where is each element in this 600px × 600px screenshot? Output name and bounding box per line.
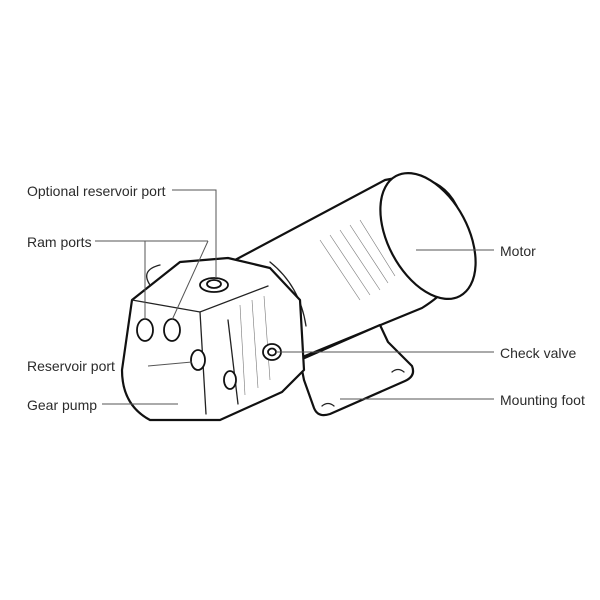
leader-reservoir-port [147,361,193,367]
reservoir-port-hole [190,349,206,371]
label-gear-pump: Gear pump [27,397,98,413]
label-reservoir-port: Reservoir port [27,358,115,374]
label-optional-reservoir-port: Optional reservoir port [27,183,166,199]
optional-reservoir-port-fitting [199,277,229,293]
leader-optional-reservoir-port [172,189,217,278]
ram-port-2 [163,318,181,342]
label-check-valve: Check valve [500,345,577,361]
label-mounting-foot: Mounting foot [500,392,585,408]
ram-port-1 [136,318,154,342]
gear-pump-side-hole [223,370,237,390]
label-ram-ports: Ram ports [27,234,92,250]
mounting-foot-bracket [298,323,415,417]
gear-pump-block [120,256,306,422]
label-motor: Motor [500,243,536,259]
leader-ram-ports-branch-2 [171,240,209,321]
check-valve-fitting [262,343,282,361]
